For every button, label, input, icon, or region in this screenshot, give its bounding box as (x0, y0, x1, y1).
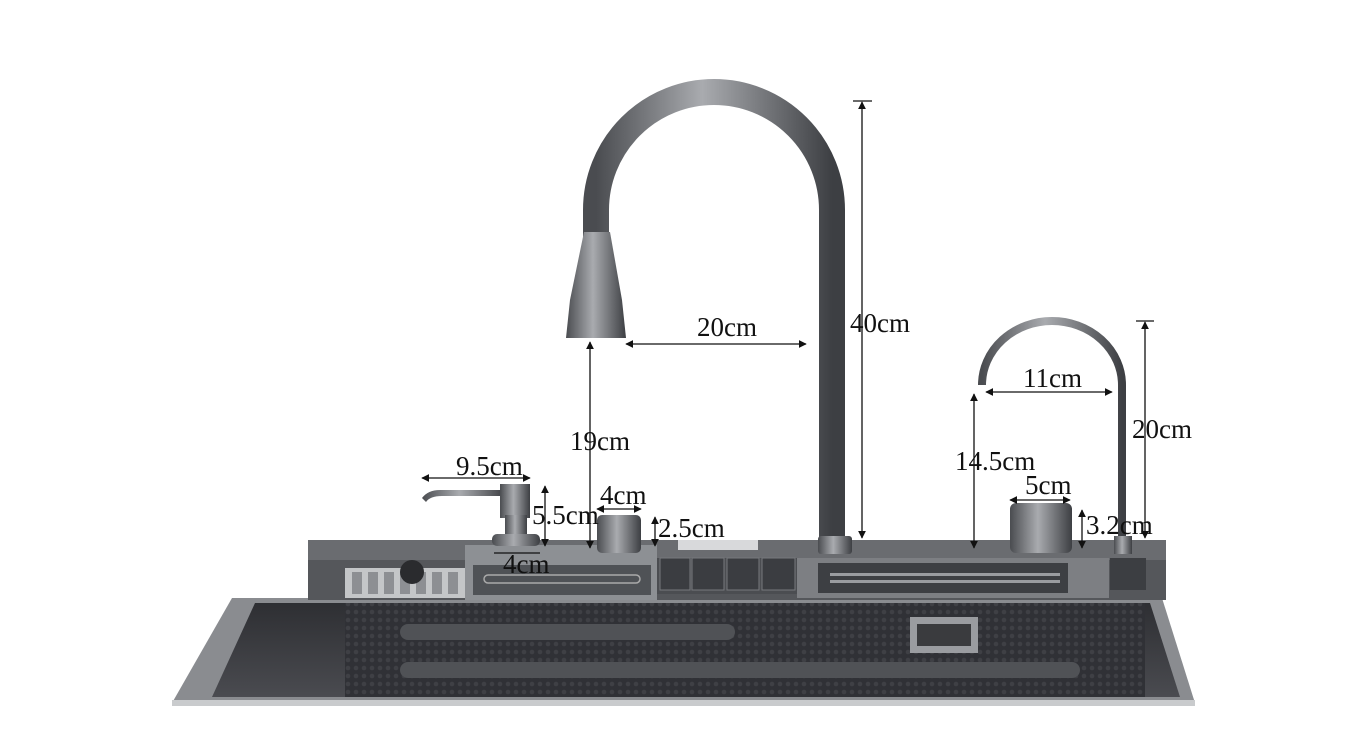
dimension-lines (421, 100, 1154, 554)
small-faucet-height-label: 20cm (1132, 414, 1192, 444)
main-faucet-height-label: 40cm (850, 308, 910, 338)
main-spout-clearance-label: 19cm (570, 426, 630, 456)
small-filter-faucet (978, 317, 1132, 554)
right-knob-diameter-label: 5cm (1025, 470, 1072, 500)
soap-dispenser-reach-label: 9.5cm (456, 451, 523, 481)
right-control-knob (1010, 503, 1072, 553)
left-control-knob (597, 515, 641, 553)
small-faucet-clearance-label: 14.5cm (955, 446, 1036, 476)
main-faucet-reach-label: 20cm (697, 312, 757, 342)
soap-dispenser (422, 484, 540, 546)
drain-stopper (400, 560, 424, 584)
sink-deck (308, 540, 1166, 600)
right-knob-height-label: 3.2cm (1086, 510, 1153, 540)
sink-basin (172, 598, 1195, 706)
small-faucet-reach-label: 11cm (1023, 363, 1082, 393)
soap-dispenser-base-label: 4cm (503, 549, 550, 579)
left-knob-diameter-label: 4cm (600, 480, 647, 510)
waterfall-outlet-holes (830, 573, 1060, 583)
main-pull-down-faucet (566, 79, 852, 554)
left-knob-height-label: 2.5cm (658, 513, 725, 543)
soap-dispenser-height-label: 5.5cm (532, 500, 599, 530)
